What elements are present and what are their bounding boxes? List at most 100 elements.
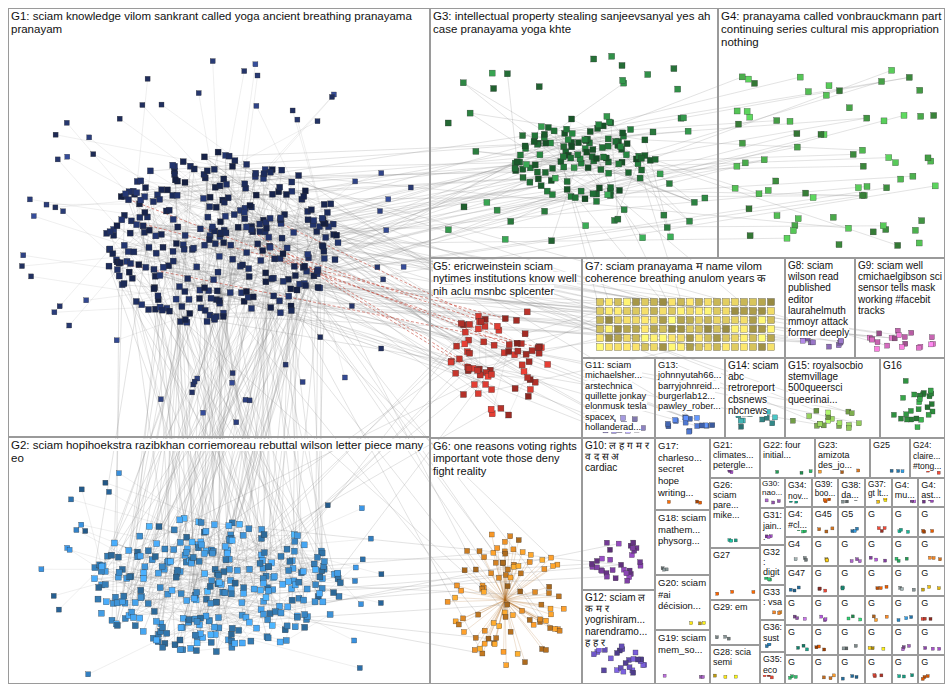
vertex bbox=[138, 197, 144, 203]
vertex bbox=[169, 587, 175, 593]
vertex bbox=[328, 201, 334, 207]
vertex bbox=[752, 80, 758, 86]
vertex bbox=[594, 156, 600, 162]
vertex bbox=[67, 547, 72, 552]
vertex bbox=[140, 223, 146, 229]
vertex bbox=[204, 168, 210, 174]
vertex bbox=[183, 550, 189, 556]
vertex bbox=[208, 600, 214, 606]
vertex bbox=[98, 610, 104, 616]
vertex bbox=[242, 69, 247, 74]
network-edge bbox=[505, 565, 557, 600]
vertex bbox=[265, 635, 271, 641]
network-edge bbox=[175, 599, 206, 645]
vertex bbox=[211, 277, 217, 283]
vertex bbox=[590, 147, 596, 153]
vertex bbox=[290, 108, 295, 113]
vertex bbox=[324, 210, 330, 216]
vertex bbox=[244, 224, 250, 230]
vertex bbox=[69, 497, 74, 502]
vertex bbox=[44, 202, 49, 207]
vertex bbox=[202, 285, 208, 291]
network-edge bbox=[610, 191, 642, 238]
vertex bbox=[320, 599, 326, 605]
vertex bbox=[803, 190, 809, 196]
network-edge bbox=[106, 602, 360, 668]
vertex bbox=[125, 249, 131, 255]
vertex bbox=[131, 249, 137, 255]
vertex bbox=[186, 296, 192, 302]
vertex bbox=[794, 131, 800, 137]
vertex bbox=[545, 125, 551, 131]
network-edge bbox=[112, 215, 124, 620]
vertex bbox=[519, 362, 525, 368]
vertex bbox=[296, 579, 302, 585]
network-edge bbox=[253, 232, 478, 370]
vertex bbox=[640, 235, 646, 241]
vertex bbox=[86, 672, 91, 677]
vertex bbox=[467, 321, 473, 327]
network-edge bbox=[34, 216, 173, 261]
vertex bbox=[118, 260, 124, 266]
vertex bbox=[932, 183, 938, 189]
vertex bbox=[199, 542, 205, 548]
vertex bbox=[146, 227, 152, 233]
vertex bbox=[266, 234, 272, 240]
vertex bbox=[287, 558, 293, 564]
vertex bbox=[237, 521, 243, 527]
vertex bbox=[315, 554, 321, 560]
vertex bbox=[155, 570, 161, 576]
vertex bbox=[294, 287, 300, 293]
network-edge bbox=[60, 195, 158, 306]
network-edge bbox=[338, 564, 592, 579]
vertex bbox=[132, 623, 138, 629]
network-edge bbox=[163, 574, 205, 628]
network-edge bbox=[126, 194, 231, 293]
vertex bbox=[790, 228, 796, 234]
vertex bbox=[445, 227, 451, 233]
network-edge bbox=[505, 600, 530, 620]
network-edge bbox=[129, 192, 840, 343]
vertex bbox=[227, 566, 233, 572]
vertex bbox=[652, 156, 658, 162]
network-edge bbox=[572, 121, 777, 134]
vertex bbox=[535, 176, 541, 182]
vertex bbox=[604, 113, 610, 119]
vertex bbox=[271, 293, 277, 299]
vertex bbox=[157, 273, 163, 279]
vertex bbox=[137, 533, 143, 539]
network-edge bbox=[133, 149, 621, 191]
vertex bbox=[296, 173, 302, 179]
vertex bbox=[218, 219, 224, 225]
vertex bbox=[805, 89, 811, 95]
vertex bbox=[475, 391, 481, 397]
vertex bbox=[261, 171, 267, 177]
vertex bbox=[525, 375, 531, 381]
vertex bbox=[605, 192, 611, 198]
vertex bbox=[626, 170, 632, 176]
vertex bbox=[895, 242, 901, 248]
vertex bbox=[542, 208, 548, 214]
vertex bbox=[591, 56, 597, 62]
vertex bbox=[138, 178, 144, 184]
network-edge bbox=[505, 555, 531, 600]
vertex bbox=[620, 130, 626, 136]
vertex bbox=[107, 229, 113, 235]
network-edge bbox=[158, 593, 225, 642]
vertex bbox=[321, 559, 327, 565]
vertex bbox=[906, 74, 912, 80]
vertex bbox=[585, 165, 591, 171]
vertex bbox=[158, 397, 163, 402]
vertex bbox=[267, 169, 273, 175]
vertex bbox=[182, 232, 188, 238]
vertex bbox=[211, 315, 217, 321]
vertex bbox=[99, 564, 105, 570]
vertex bbox=[214, 288, 220, 294]
vertex bbox=[263, 594, 269, 600]
vertex bbox=[160, 244, 166, 250]
vertex bbox=[209, 549, 215, 555]
vertex bbox=[201, 410, 206, 415]
network-edge bbox=[295, 585, 296, 627]
vertex bbox=[179, 304, 185, 310]
vertex bbox=[153, 637, 159, 643]
